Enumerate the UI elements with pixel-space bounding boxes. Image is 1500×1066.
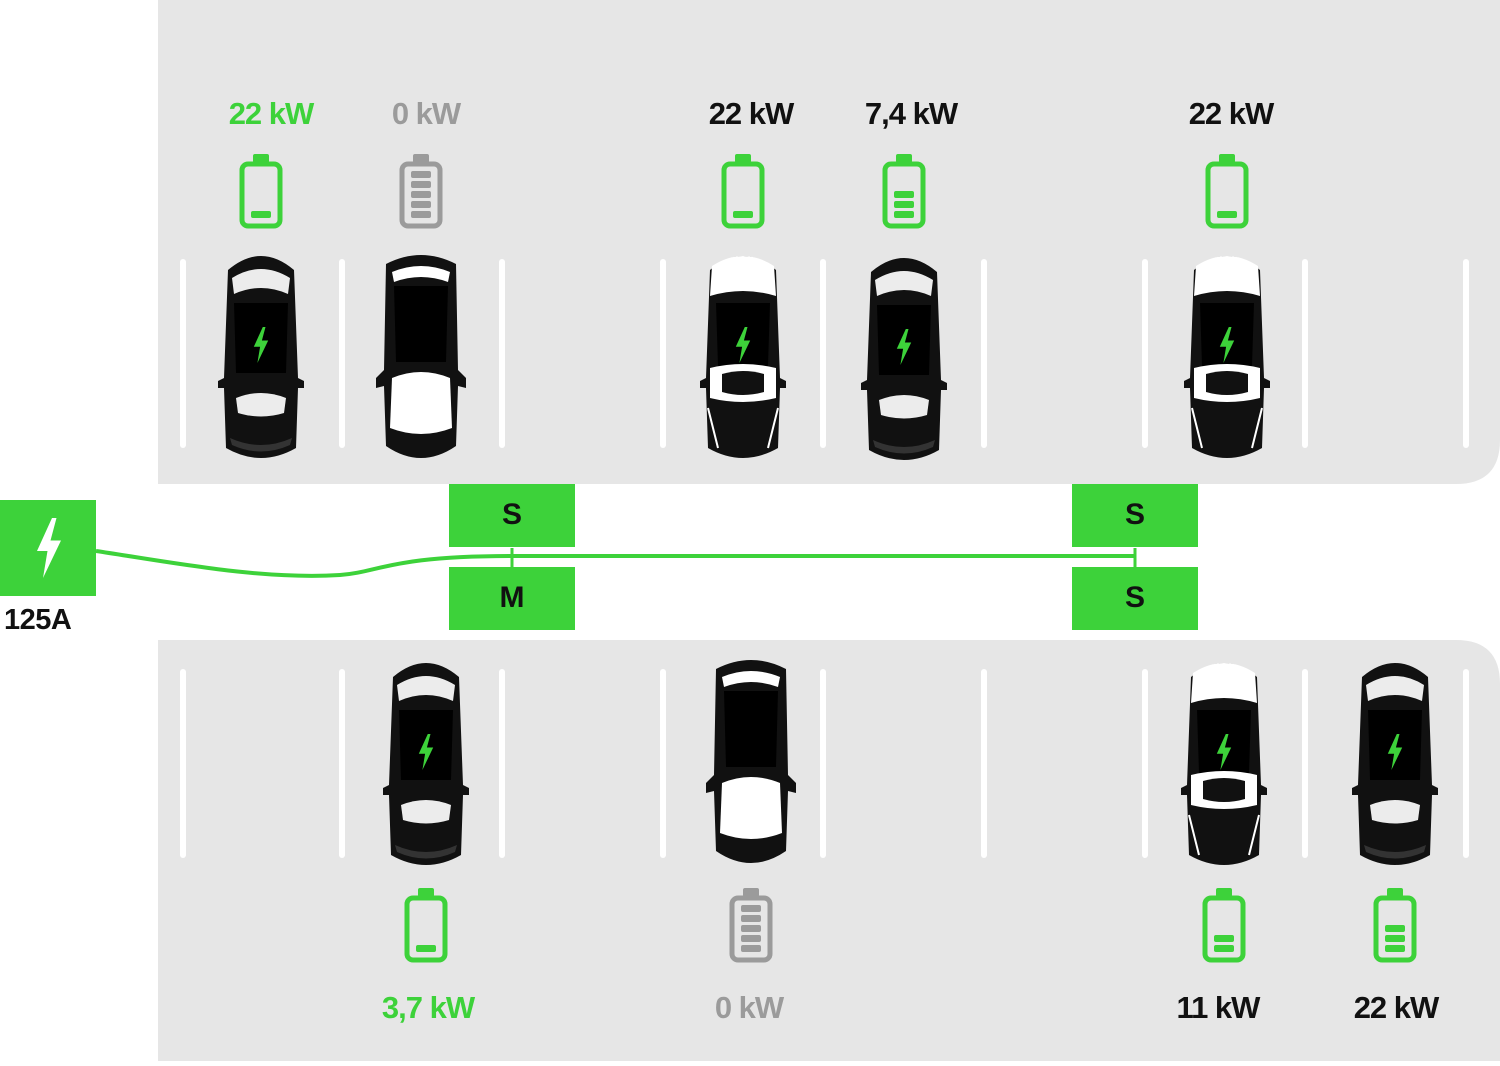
source-amperage: 125A	[4, 604, 72, 636]
top-battery-icon-5	[1205, 154, 1249, 229]
battery-shell	[882, 161, 926, 229]
battery-level-bar	[1385, 935, 1405, 942]
controller-s3-label: S	[1124, 581, 1145, 614]
battery-shell	[729, 895, 773, 963]
bottom-battery-icon-4	[1373, 888, 1417, 963]
top-battery-icon-4	[882, 154, 926, 229]
top-power-label-2: 0 kW	[391, 96, 461, 131]
bottom-lot	[158, 640, 1500, 1061]
car-icon	[861, 258, 947, 460]
battery-level-bar	[411, 191, 431, 198]
bottom-power-label-4: 22 kW	[1353, 990, 1440, 1025]
battery-shell	[1373, 895, 1417, 963]
car-icon	[1183, 255, 1271, 459]
top-battery-icon-1	[239, 154, 283, 229]
battery-level-bar	[251, 211, 271, 218]
battery-level-bar	[741, 905, 761, 912]
bottom-car-2	[706, 660, 796, 863]
battery-cap	[735, 154, 751, 163]
battery-level-bar	[894, 201, 914, 208]
controller-m1-label: M	[499, 581, 525, 614]
bottom-battery-icon-2	[729, 888, 773, 963]
bottom-car-4	[1352, 663, 1438, 865]
top-battery-icon-3	[721, 154, 765, 229]
bottom-battery-icon-1	[404, 888, 448, 963]
battery-level-bar	[411, 201, 431, 208]
battery-level-bar	[1214, 935, 1234, 942]
battery-level-bar	[894, 211, 914, 218]
top-car-3	[699, 255, 787, 459]
car-icon	[383, 663, 469, 865]
battery-cap	[253, 154, 269, 163]
battery-level-bar	[894, 191, 914, 198]
top-car-4	[861, 258, 947, 460]
controller-m1-box	[449, 567, 575, 630]
car-icon	[1180, 662, 1268, 866]
battery-level-bar	[741, 915, 761, 922]
battery-level-bar	[411, 171, 431, 178]
bottom-car-3	[1180, 662, 1268, 866]
battery-level-bar	[733, 211, 753, 218]
battery-cap	[413, 154, 429, 163]
battery-level-bar	[1385, 925, 1405, 932]
controller-s1-box	[449, 484, 575, 547]
car-icon	[218, 256, 304, 458]
top-power-label-4: 7,4 kW	[864, 96, 958, 131]
top-lot	[158, 0, 1500, 484]
top-battery-icon-2	[399, 154, 443, 229]
battery-level-bar	[1385, 945, 1405, 952]
top-car-5	[1183, 255, 1271, 459]
bottom-power-label-3: 11 kW	[1176, 990, 1261, 1025]
battery-level-bar	[741, 945, 761, 952]
battery-cap	[743, 888, 759, 897]
car-icon	[699, 255, 787, 459]
controller-s2-label: S	[1124, 498, 1145, 531]
battery-level-bar	[416, 945, 436, 952]
battery-shell	[1205, 161, 1249, 229]
battery-level-bar	[741, 935, 761, 942]
battery-cap	[1216, 888, 1232, 897]
bottom-power-label-2: 0 kW	[714, 990, 784, 1025]
battery-level-bar	[411, 181, 431, 188]
controller-s2-box	[1072, 484, 1198, 547]
bottom-power-label-1: 3,7 kW	[381, 990, 475, 1025]
battery-level-bar	[1214, 945, 1234, 952]
battery-level-bar	[1217, 211, 1237, 218]
top-car-1	[218, 256, 304, 458]
car-icon	[376, 255, 466, 458]
controller-s3-box	[1072, 567, 1198, 630]
bottom-car-1	[383, 663, 469, 865]
controller-s1-label: S	[501, 498, 522, 531]
battery-cap	[418, 888, 434, 897]
battery-shell	[399, 161, 443, 229]
battery-level-bar	[741, 925, 761, 932]
battery-level-bar	[411, 211, 431, 218]
top-power-label-3: 22 kW	[708, 96, 795, 131]
battery-shell	[1202, 895, 1246, 963]
top-power-label-5: 22 kW	[1188, 96, 1275, 131]
top-power-label-1: 22 kW	[228, 96, 315, 131]
top-car-2	[376, 255, 466, 458]
battery-shell	[721, 161, 765, 229]
battery-shell	[404, 895, 448, 963]
car-icon	[706, 660, 796, 863]
bottom-battery-icon-3	[1202, 888, 1246, 963]
power-cable	[95, 549, 1135, 578]
car-icon	[1352, 663, 1438, 865]
battery-cap	[1387, 888, 1403, 897]
battery-cap	[896, 154, 912, 163]
battery-shell	[239, 161, 283, 229]
battery-cap	[1219, 154, 1235, 163]
